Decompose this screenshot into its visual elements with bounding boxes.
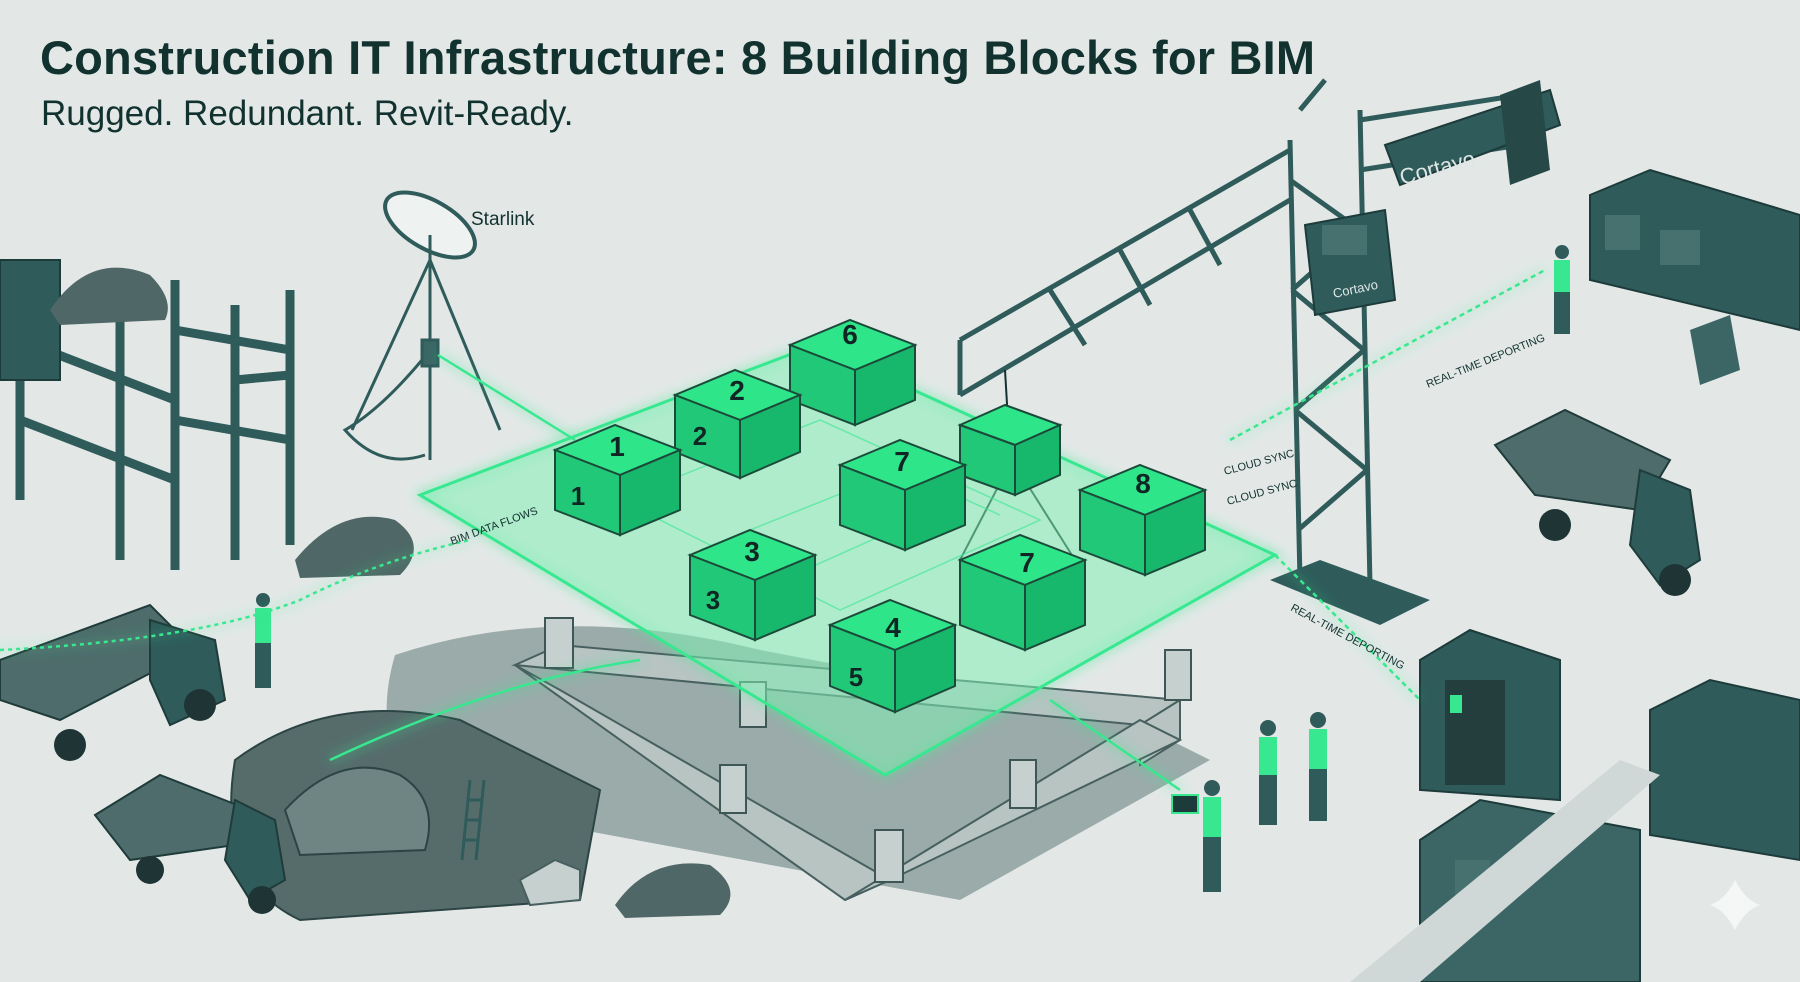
block-7-label: 7 — [894, 446, 910, 477]
server-rack-cabinet — [1419, 628, 1561, 802]
data-flow-lines — [0, 268, 1546, 792]
block-4-label: 4 — [885, 612, 901, 643]
dump-truck-right — [1493, 408, 1702, 596]
site-office-top-right — [1589, 168, 1800, 385]
block-2-top-label: 2 — [729, 375, 745, 406]
crane-cab — [1303, 208, 1397, 317]
block-5-label: 5 — [849, 662, 863, 692]
ladder — [460, 779, 486, 861]
site-container-left — [0, 259, 61, 381]
building-block-2 — [672, 368, 803, 480]
cloud-sync-label-1: CLOUD SYNC — [1223, 448, 1296, 478]
building-block-7-hanging — [957, 533, 1088, 652]
site-road — [1350, 760, 1660, 982]
worker-top-right — [1554, 245, 1570, 334]
starlink-mast — [342, 190, 502, 461]
block-2-side-label: 2 — [693, 421, 707, 451]
block-7-hanging-label: 7 — [1019, 547, 1035, 578]
worker-with-tablet — [1171, 780, 1221, 892]
worker-group-2 — [1309, 712, 1327, 821]
block-3-top-label: 3 — [744, 536, 760, 567]
soil-mound-pit — [283, 766, 431, 857]
crane-counterweight — [1383, 80, 1562, 187]
block-8-label: 8 — [1135, 468, 1151, 499]
starlink-label: Starlink — [471, 209, 535, 230]
satellite-dish-icon — [383, 190, 477, 260]
block-6-label: 6 — [842, 319, 858, 350]
building-block-6 — [787, 318, 918, 427]
building-block-7 — [837, 438, 968, 552]
worker-left — [255, 593, 271, 688]
cloud-sync-label-2: CLOUD SYNC — [1226, 478, 1299, 508]
building-block-4-5 — [827, 598, 958, 714]
building-block-8 — [1077, 463, 1208, 577]
block-3-side-label: 3 — [706, 585, 720, 615]
soil-mound-left-mid — [295, 516, 414, 578]
block-1-side-label: 1 — [571, 481, 585, 511]
reporting-label-top: REAL-TIME DEPORTING — [1425, 332, 1547, 391]
soil-mound-bottom — [615, 863, 731, 918]
dump-truck-bottom — [93, 773, 287, 914]
building-block-3 — [687, 528, 818, 642]
tower-crane — [957, 78, 1521, 586]
tablet-icon — [1171, 794, 1199, 814]
crane-base — [1270, 560, 1430, 625]
block-1-top-label: 1 — [609, 431, 625, 462]
soil-mound-left-top — [50, 267, 168, 325]
page-subtitle: Rugged. Redundant. Revit-Ready. — [41, 94, 574, 133]
worker-group-1 — [1259, 720, 1277, 825]
workers — [255, 245, 1570, 892]
building-block-1 — [552, 423, 683, 537]
sparkle-icon — [1710, 880, 1760, 930]
building-block-hidden-crane — [957, 403, 1063, 497]
server-status-led-icon — [1450, 695, 1462, 713]
dump-truck-left — [0, 603, 227, 761]
page-title: Construction IT Infrastructure: 8 Buildi… — [40, 31, 1316, 84]
concrete-barrier — [518, 858, 581, 907]
